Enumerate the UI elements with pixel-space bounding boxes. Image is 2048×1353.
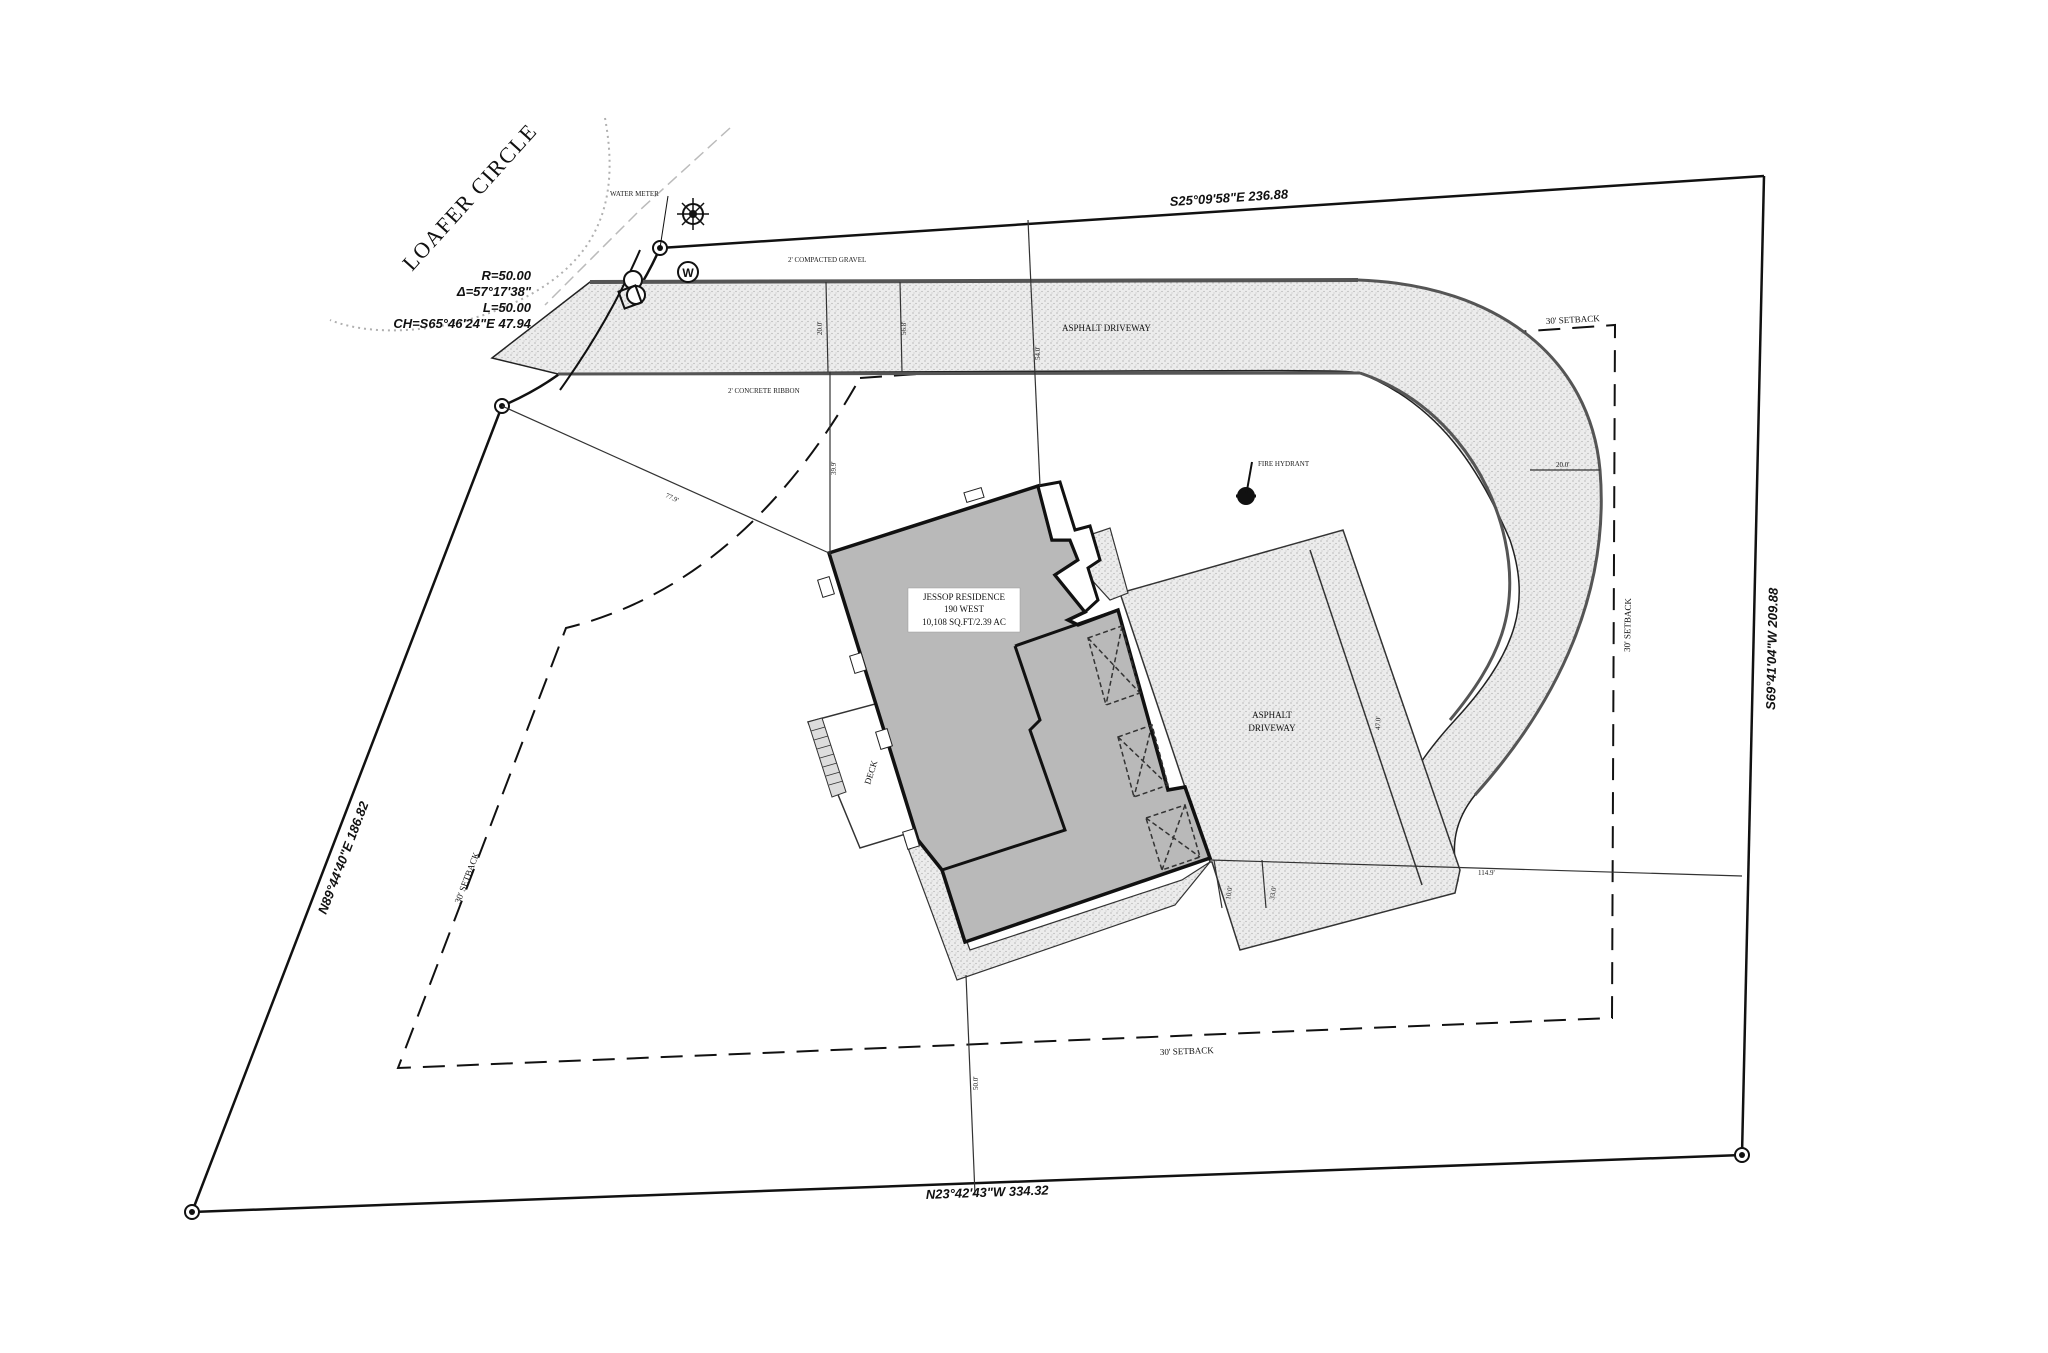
curve-radius: R=50.00 — [481, 268, 531, 283]
house-inner-wall — [941, 608, 1119, 872]
dimension-lines — [501, 219, 1743, 1196]
monument-southeast — [1734, 1147, 1750, 1163]
residence-name: JESSOP RESIDENCE — [923, 592, 1005, 602]
dim-drive-width-a: 20.0' — [816, 321, 824, 335]
bearing-north: S25°09'58"E 236.88 — [1169, 186, 1289, 209]
asphalt-driveway-right-line2: DRIVEWAY — [1248, 723, 1296, 733]
residence-address: 190 WEST — [944, 604, 985, 614]
water-valve-symbol: W — [677, 261, 699, 283]
setback-label-top: 30' SETBACK — [1546, 313, 1601, 326]
garage-pad-divider — [1309, 549, 1423, 886]
residence-area: 10,108 SQ.FT/2.39 AC — [922, 617, 1006, 627]
curve-data: R=50.00 Δ=57°17'38" L=50.00 CH=S65°46'24… — [393, 268, 532, 331]
curve-length: L=50.00 — [483, 300, 532, 315]
monument-southwest — [184, 1204, 200, 1220]
dim-to-west-line: 77.9' — [664, 492, 680, 505]
concrete-ribbon — [557, 371, 1361, 376]
bearing-east: S69°41'04"W 209.88 — [1763, 587, 1781, 710]
garage-bay-1 — [1087, 625, 1141, 706]
garage-bay-3 — [1145, 804, 1201, 871]
residence-label: JESSOP RESIDENCE 190 WEST 10,108 SQ.FT/2… — [907, 587, 1021, 633]
dim-drive-width-b: 54.0' — [1034, 346, 1042, 360]
asphalt-driveway-right-line1: ASPHALT — [1252, 710, 1292, 720]
water-service: W — [559, 195, 709, 391]
north-boundary-line — [659, 174, 1765, 250]
dim-front-offset: 39.9' — [830, 461, 838, 475]
dim-rear-offset: 50.0' — [972, 1076, 980, 1090]
setback-label-right: 30' SETBACK — [1622, 597, 1633, 652]
garage-bay-2 — [1117, 724, 1169, 798]
window-bumpouts — [817, 486, 985, 850]
loop-inner-edge — [1359, 371, 1512, 721]
house — [817, 480, 1213, 945]
compacted-gravel-label: 2' COMPACTED GRAVEL — [788, 256, 866, 264]
bearing-south: N23°42'43"W 334.32 — [926, 1182, 1050, 1202]
concrete-ribbon-label: 2' CONCRETE RIBBON — [728, 387, 800, 395]
water-valve-letter: W — [682, 266, 694, 280]
dim-south-pad-b: 33.0' — [1268, 886, 1278, 901]
fire-hydrant-label: FIRE HYDRANT — [1258, 460, 1310, 468]
bay-window-entry — [1036, 480, 1102, 615]
asphalt-driveway-top-label: ASPHALT DRIVEWAY — [1062, 323, 1151, 333]
property-boundary — [190, 174, 1766, 1214]
fire-hydrant — [1236, 461, 1256, 505]
dim-loop-width: 20.0' — [1556, 461, 1570, 469]
dim-south-pad: 10.0' — [1224, 886, 1234, 901]
residence-label-box — [907, 587, 1021, 633]
deck-stairs — [807, 717, 847, 798]
gravel-edge — [589, 278, 1359, 284]
garage-bays — [1087, 625, 1201, 871]
stair-treads — [810, 726, 844, 786]
setback-line — [396, 323, 1617, 1070]
dim-garage-pad: 47.0' — [1374, 716, 1382, 730]
water-meter-label: WATER METER — [610, 190, 659, 198]
east-boundary-line — [1740, 175, 1766, 1156]
house-footprint — [826, 483, 1213, 945]
cul-de-sac — [329, 117, 731, 332]
curve-chord: CH=S65°46'24"E 47.94 — [393, 316, 531, 331]
south-boundary-line — [191, 1153, 1743, 1214]
curve-delta: Δ=57°17'38" — [456, 284, 532, 299]
water-meter-leader — [659, 195, 669, 249]
dim-drive-width-c: 56.8' — [900, 321, 908, 335]
setback-label-left: 30' SETBACK — [453, 850, 482, 904]
west-boundary-line — [190, 405, 504, 1213]
water-service-line — [559, 249, 641, 391]
setback-label-bottom: 30' SETBACK — [1160, 1045, 1215, 1057]
water-meter-symbol — [677, 198, 709, 230]
dim-east-offset: 114.9' — [1478, 869, 1495, 877]
road-centerline — [544, 127, 731, 306]
street-name: LOAFER CIRCLE — [397, 118, 542, 275]
utility-cleanout-symbols — [617, 270, 646, 310]
